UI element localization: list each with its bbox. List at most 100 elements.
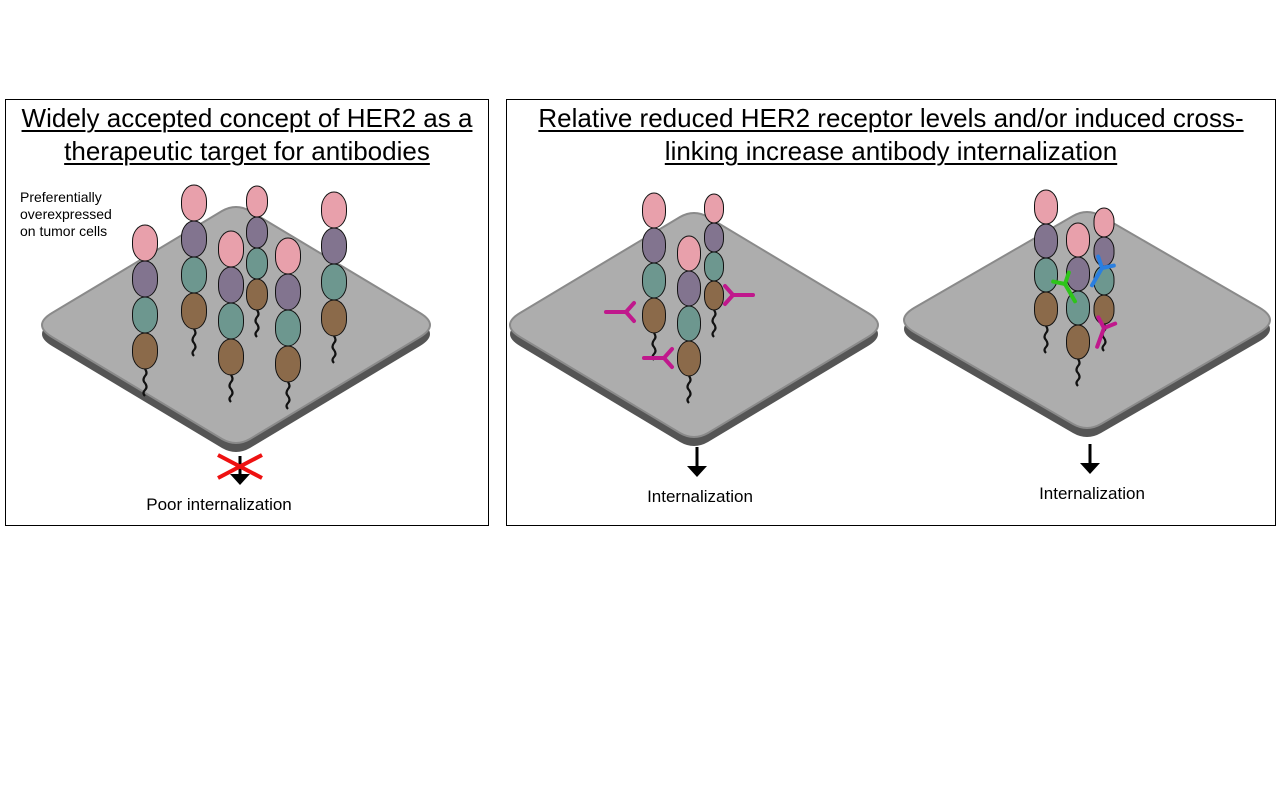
receptor-tail [331,335,337,364]
receptor-tail [228,374,234,403]
receptor-domain-3 [1034,257,1058,293]
receptor-domain-1 [1034,189,1058,225]
receptor-tail [142,368,148,397]
receptor-domain-4 [132,332,158,370]
receptor-domain-2 [275,273,301,311]
right-title-line2: linking increase antibody internalizatio… [664,136,1118,166]
receptor-domain-3 [677,305,701,342]
antibody-blue [1090,254,1116,288]
antibody-magenta-2 [642,347,674,369]
receptor-5 [275,237,301,410]
antibody-magenta-3 [723,284,755,306]
receptor-domain-1 [321,191,347,229]
receptor-domain-2 [1093,236,1115,267]
receptor-tail [651,332,657,361]
receptor-domain-1 [181,184,207,222]
cross-stroke-2 [217,453,263,480]
receptor-domain-1 [1093,207,1115,238]
receptor-domain-2 [181,220,207,258]
left-title-line1: Widely accepted concept of HER2 as a [21,103,473,133]
receptor-tail [711,309,717,338]
receptor-tail [1043,325,1049,354]
receptor-domain-3 [132,296,158,334]
receptor-domain-4 [218,338,244,376]
receptor-tail [254,309,260,338]
receptor-domain-3 [246,247,268,280]
left-title-line2: therapeutic target for antibodies [64,136,430,166]
receptor-domain-2 [321,227,347,265]
arrow-head [687,466,707,477]
receptor-domain-4 [1066,324,1090,360]
antibody-arm-1 [1051,279,1067,286]
receptor-domain-1 [275,237,301,275]
receptor-domain-4 [275,345,301,383]
arrow-right-a [687,447,707,477]
receptor-domain-3 [218,302,244,340]
antibody-magenta-1 [604,301,636,323]
receptor-domain-3 [321,263,347,301]
receptor-6 [321,191,347,364]
receptor-tail [285,381,291,410]
receptor-domain-1 [1066,222,1090,258]
receptor-domain-1 [218,230,244,268]
antibody-stem [1095,326,1106,349]
receptor-domain-3 [704,251,724,282]
antibody-stem [1063,282,1077,304]
antibody-arm-1 [1096,315,1106,330]
caption-internalization-b: Internalization [1039,484,1145,503]
antibody-arm-1 [723,293,735,306]
caption-poor-internalization: Poor internalization [146,495,292,514]
receptor-domain-3 [642,262,666,299]
antibody-arm-2 [723,284,735,297]
receptor-a2 [677,235,701,404]
caption-internalization-a: Internalization [647,487,753,506]
receptor-1 [132,224,158,397]
receptor-domain-4 [181,292,207,330]
antibody-arm-2 [1102,321,1118,330]
left-title: Widely accepted concept of HER2 as a the… [5,102,489,168]
antibody-arm-2 [1100,263,1116,270]
receptor-domain-1 [246,185,268,218]
antibody-arm-2 [624,310,636,323]
antibody-stem [1090,266,1104,288]
antibody-arm-2 [662,356,674,369]
receptor-domain-2 [132,260,158,298]
cross-mark-icon [217,453,263,480]
receptor-domain-2 [246,216,268,249]
receptor-domain-2 [218,266,244,304]
receptor-domain-1 [677,235,701,272]
receptor-domain-4 [704,280,724,311]
receptor-tail [1075,358,1081,387]
receptor-2 [181,184,207,357]
antibodies [604,254,1118,369]
receptor-domain-2 [704,222,724,253]
receptor-domain-1 [132,224,158,262]
receptors [132,184,1115,410]
receptor-3 [218,230,244,403]
receptor-a3 [704,193,724,338]
arrow-head [1080,463,1100,474]
receptor-domain-1 [704,193,724,224]
right-title: Relative reduced HER2 receptor levels an… [506,102,1276,168]
antibody-magenta-4 [1095,315,1118,349]
antibody-arm-1 [1096,254,1104,270]
arrow-right-b [1080,444,1100,474]
receptor-domain-3 [275,309,301,347]
note-line1: Preferentially [20,189,102,205]
receptor-domain-4 [1093,294,1115,325]
overexpression-note: Preferentially overexpressed on tumor ce… [20,189,112,240]
receptor-b1 [1034,189,1058,354]
receptor-tail [191,328,197,357]
note-line2: overexpressed [20,206,112,222]
antibody-arm-1 [662,347,674,360]
arrows [217,444,1100,485]
receptor-domain-4 [1034,291,1058,327]
receptor-domain-4 [246,278,268,311]
right-title-line1: Relative reduced HER2 receptor levels an… [538,103,1244,133]
receptor-a1 [642,192,666,361]
receptor-domain-1 [642,192,666,229]
receptor-domain-2 [1034,223,1058,259]
antibody-green [1051,270,1077,304]
arrow-head [230,474,250,485]
